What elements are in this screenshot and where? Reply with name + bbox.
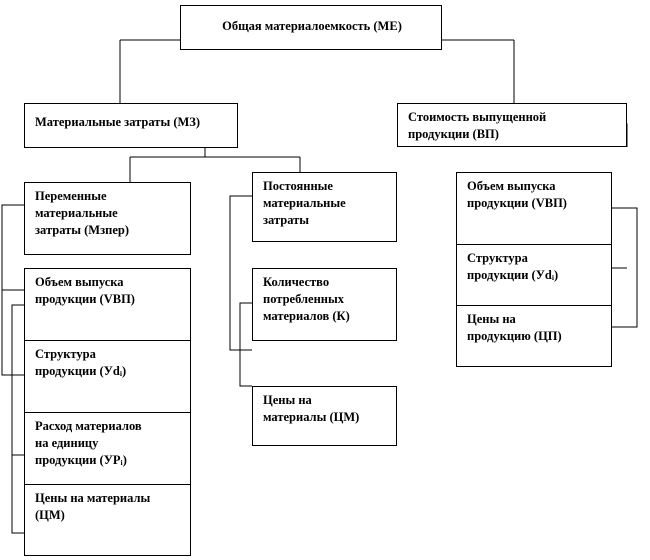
variable-costs-label: Переменные материальные затраты (Мзпер)	[35, 189, 129, 237]
product-prices-node: Цены на продукцию (ЦП)	[456, 305, 612, 367]
right-structure-node: Структура продукции (Уdᵢ)	[456, 244, 612, 306]
material-use-per-unit-label: Расход материалов на единицу продукции (…	[35, 419, 142, 467]
right-output-volume-label: Объем выпуска продукции (VВП)	[467, 179, 567, 210]
consumed-quantity-label: Количество потребленных материалов (К)	[263, 275, 350, 323]
mid-material-prices-label: Цены на материалы (ЦМ)	[263, 393, 360, 424]
product-prices-label: Цены на продукцию (ЦП)	[467, 312, 562, 343]
left-material-prices-node: Цены на материалы (ЦМ)	[24, 484, 191, 556]
left-output-volume-node: Объем выпуска продукции (VВП)	[24, 268, 191, 341]
bracket-variable-inner	[11, 304, 24, 534]
left-structure-label: Структура продукции (Уdᵢ)	[35, 347, 127, 378]
left-output-volume-label: Объем выпуска продукции (VВП)	[35, 275, 135, 306]
root-node-label: Общая материалоемкость (МЕ)	[222, 19, 402, 33]
output-value-node: Стоимость выпущенной продукции (ВП)	[397, 103, 627, 147]
right-output-volume-node: Объем выпуска продукции (VВП)	[456, 172, 612, 245]
consumed-quantity-node: Количество потребленных материалов (К)	[252, 268, 397, 341]
material-costs-node: Материальные затраты (МЗ)	[24, 103, 238, 148]
root-node: Общая материалоемкость (МЕ)	[180, 5, 442, 50]
material-use-per-unit-node: Расход материалов на единицу продукции (…	[24, 412, 191, 485]
bracket-vp-outer	[612, 207, 638, 328]
material-costs-label: Материальные затраты (МЗ)	[35, 115, 201, 129]
variable-costs-node: Переменные материальные затраты (Мзпер)	[24, 182, 191, 255]
right-structure-label: Структура продукции (Уdᵢ)	[467, 251, 559, 282]
output-value-label: Стоимость выпущенной продукции (ВП)	[408, 110, 547, 141]
fixed-costs-node: Постоянные материальные затраты	[252, 172, 397, 242]
left-material-prices-label: Цены на материалы (ЦМ)	[35, 491, 151, 522]
fixed-costs-label: Постоянные материальные затраты	[263, 179, 346, 227]
mid-material-prices-node: Цены на материалы (ЦМ)	[252, 386, 397, 446]
bracket-fixed-inner	[239, 302, 252, 387]
left-structure-node: Структура продукции (Уdᵢ)	[24, 340, 191, 413]
bracket-fixed-outer	[229, 195, 252, 351]
